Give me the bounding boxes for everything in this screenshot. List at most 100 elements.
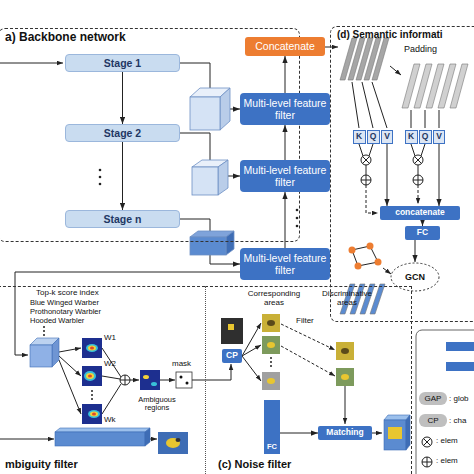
box-label: Stage 2 [104,127,141,139]
heatmap-tile [186,382,189,385]
bird-image [267,320,275,326]
heatmap-tile [151,382,157,386]
feature-slab [372,38,389,80]
heatmap-tile [88,410,100,418]
annotation-label: Ambiguous regions [134,396,180,413]
filter-box: Multi-level feature filter [240,160,330,192]
kqv-box: K [405,130,418,144]
box-label: concatenate [395,208,445,218]
wire [102,384,121,414]
panel-title: (d) Semantic informati [337,29,443,41]
graph-node [367,243,374,250]
operator-symbol [363,157,370,164]
annotation-label: Prothonotary Warbler [30,308,101,316]
annotation-label: : elem [436,437,458,446]
ellipsis-dots [270,365,272,367]
heatmap-tile [143,375,149,379]
kqv-box: V [381,130,393,144]
kqv-box: Q [367,130,380,144]
ellipsis-dots [296,209,299,212]
wire [242,356,261,381]
wire [418,185,419,204]
feature-cube [55,432,145,446]
graph-node [349,247,356,254]
wire [192,364,231,380]
process-box: CP [222,349,242,363]
wire [372,82,387,128]
operator-symbol [424,439,431,446]
legend-frame [419,414,447,427]
wire [59,356,81,376]
feature-cube [192,167,218,195]
annotation-label: Corresponding areas [242,290,306,308]
wire [383,268,391,274]
panel-title: a) Backbone network [5,31,126,45]
box-label: FC [267,443,277,452]
feature-cube [384,420,406,450]
wire [59,360,81,414]
feature-cube [190,97,220,130]
bird-image [158,432,188,454]
connector-arrow [439,144,440,206]
kqv-box: K [353,130,366,144]
wire [411,144,415,156]
legend-frame [416,330,474,474]
operator-symbol [361,175,371,185]
wire [345,386,346,424]
wire [242,323,261,356]
wire [59,348,81,352]
wire [281,324,335,350]
filter-box: Multi-level feature filter [240,248,330,280]
box-label: CP [226,351,238,361]
feature-cube [220,88,230,130]
kqv-box: V [433,130,445,144]
annotation-label: Filter [296,317,314,326]
heatmap-tile [92,413,96,416]
connector-arrow [122,142,123,210]
bird-image [336,342,354,360]
process-box: FC [405,226,440,240]
heatmap-tile [176,372,192,388]
operator-symbol [413,175,423,185]
feature-slab [450,64,468,108]
legend-frame [446,362,474,371]
bird-image [228,324,234,330]
wire [369,144,373,156]
heatmap-tile [82,338,102,358]
box-label: FC [417,228,428,238]
box-label: GCN [405,272,425,282]
operator-symbol [125,375,126,385]
filter-box: Multi-level feature filter [240,93,330,125]
panel-title: (c) Noise filter [218,458,291,471]
connector-arrow [387,144,388,206]
stage-box: Stage 2 [65,124,180,142]
box-label: Q [370,132,377,142]
box-label: Concatenate [255,40,315,52]
feature-cube [30,345,52,367]
kqv-box: Q [419,130,432,144]
operator-symbol [361,155,371,165]
operator-symbol [424,439,431,446]
ellipsis-dots [43,326,45,328]
connector-arrow [280,433,318,434]
bird-image [341,348,349,354]
box-label: K [408,132,414,142]
ellipsis-dots [91,394,93,396]
wire [150,439,157,440]
feature-cube [52,338,59,367]
heatmap-tile [180,376,183,379]
wire [366,165,367,175]
graph-node [349,243,382,270]
bird-image [267,378,275,384]
heatmap-tile [82,366,102,386]
feature-cube [226,231,234,255]
annotation-label: W2 [104,360,116,369]
heatmap-tile [88,346,96,351]
panel-region: a) Backbone networkStage 1Stage 2Stage n [0,28,300,242]
operator-symbol [415,157,422,164]
annotation-label: mask [172,360,191,369]
operator-symbol [415,157,422,164]
wire [102,376,120,379]
